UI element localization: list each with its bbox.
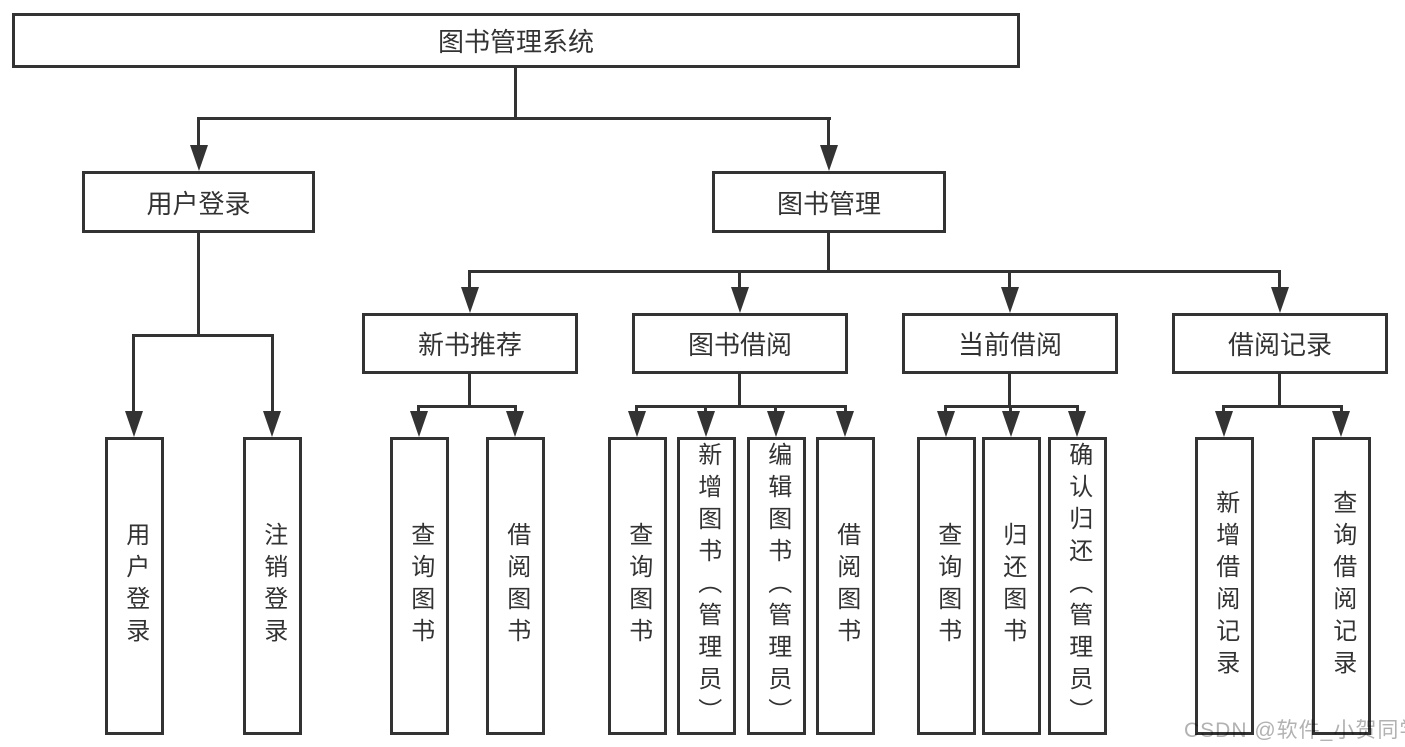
watermark: CSDN @软件_小贺同学	[1184, 719, 1405, 742]
connector-line	[197, 117, 200, 149]
leaf-query-books-recommend-label: 查询图书	[406, 522, 434, 650]
connector-line	[1008, 374, 1011, 408]
connector-line	[1278, 374, 1281, 408]
node-borrow-records: 借阅记录	[1172, 313, 1388, 374]
arrow-down-icon	[1068, 411, 1086, 437]
leaf-borrow-books-recommend-label: 借阅图书	[502, 522, 530, 650]
arrow-down-icon	[190, 145, 208, 171]
node-new-book-recommend-label: 新书推荐	[417, 330, 522, 360]
arrow-down-icon	[1001, 287, 1019, 313]
leaf-return-books-label: 归还图书	[998, 522, 1026, 650]
leaf-query-borrow-record: 查询借阅记录	[1312, 437, 1371, 735]
arrow-down-icon	[1271, 287, 1289, 313]
connector-line	[132, 334, 274, 337]
leaf-borrow-books: 借阅图书	[816, 437, 875, 735]
leaf-logout: 注销登录	[243, 437, 302, 735]
leaf-return-books: 归还图书	[982, 437, 1041, 735]
leaf-confirm-return-admin: 确认归还（管理员）	[1048, 437, 1107, 735]
leaf-query-books-recommend: 查询图书	[390, 437, 449, 735]
node-book-management-label: 图书管理	[776, 188, 881, 219]
node-current-borrow: 当前借阅	[902, 313, 1118, 374]
node-book-management: 图书管理	[712, 171, 946, 233]
leaf-add-books-admin: 新增图书（管理员）	[677, 437, 736, 735]
connector-line	[197, 233, 200, 337]
leaf-query-books-current-label: 查询图书	[933, 522, 961, 650]
node-new-book-recommend: 新书推荐	[362, 313, 578, 374]
node-root: 图书管理系统	[12, 13, 1020, 68]
arrow-down-icon	[767, 411, 785, 437]
arrow-down-icon	[461, 287, 479, 313]
node-book-borrow: 图书借阅	[632, 313, 848, 374]
node-book-borrow-label: 图书借阅	[687, 330, 792, 360]
arrow-down-icon	[506, 411, 524, 437]
leaf-borrow-books-label: 借阅图书	[832, 522, 860, 650]
arrow-down-icon	[836, 411, 854, 437]
leaf-logout-label: 注销登录	[259, 522, 287, 650]
arrow-down-icon	[125, 411, 143, 437]
connector-line	[738, 374, 741, 408]
arrow-down-icon	[820, 145, 838, 171]
node-current-borrow-label: 当前借阅	[957, 330, 1062, 360]
arrow-down-icon	[1002, 411, 1020, 437]
node-user-login: 用户登录	[82, 171, 315, 233]
leaf-edit-books-admin: 编辑图书（管理员）	[747, 437, 806, 735]
connector-line	[635, 405, 847, 408]
connector-line	[738, 270, 741, 293]
connector-line	[514, 66, 517, 120]
arrow-down-icon	[628, 411, 646, 437]
connector-line	[468, 270, 471, 293]
leaf-query-books-borrow: 查询图书	[608, 437, 667, 735]
connector-line	[1008, 270, 1011, 293]
connector-line	[827, 233, 830, 273]
arrow-down-icon	[1332, 411, 1350, 437]
node-user-login-label: 用户登录	[146, 188, 251, 219]
leaf-confirm-return-admin-label: 确认归还（管理员）	[1064, 442, 1092, 730]
connector-line	[197, 117, 831, 120]
arrow-down-icon	[1215, 411, 1233, 437]
connector-line	[417, 405, 517, 408]
leaf-add-borrow-record-label: 新增借阅记录	[1211, 490, 1239, 682]
arrow-down-icon	[731, 287, 749, 313]
leaf-user-login-label: 用户登录	[121, 522, 149, 650]
connector-line	[827, 117, 830, 149]
leaf-query-books-borrow-label: 查询图书	[624, 522, 652, 650]
leaf-add-books-admin-label: 新增图书（管理员）	[693, 442, 721, 730]
arrow-down-icon	[937, 411, 955, 437]
connector-line	[468, 270, 1281, 273]
connector-line	[132, 334, 135, 416]
leaf-query-books-current: 查询图书	[917, 437, 976, 735]
leaf-edit-books-admin-label: 编辑图书（管理员）	[763, 442, 791, 730]
leaf-user-login: 用户登录	[105, 437, 164, 735]
arrow-down-icon	[263, 411, 281, 437]
connector-line	[468, 374, 471, 408]
connector-line	[1222, 405, 1343, 408]
arrow-down-icon	[410, 411, 428, 437]
arrow-down-icon	[697, 411, 715, 437]
leaf-query-borrow-record-label: 查询借阅记录	[1328, 490, 1356, 682]
leaf-add-borrow-record: 新增借阅记录	[1195, 437, 1254, 735]
leaf-borrow-books-recommend: 借阅图书	[486, 437, 545, 735]
node-borrow-records-label: 借阅记录	[1227, 330, 1332, 360]
connector-line	[1278, 270, 1281, 293]
node-root-label: 图书管理系统	[437, 27, 594, 57]
connector-line	[271, 334, 274, 416]
